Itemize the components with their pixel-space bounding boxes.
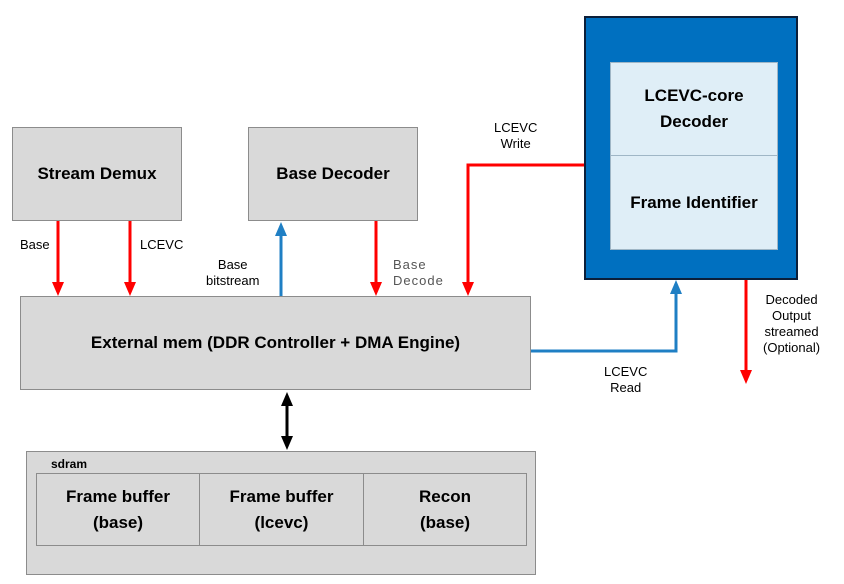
- base-decode-label: Base Decode: [393, 257, 444, 288]
- lcevc-arrow: [124, 221, 136, 296]
- lcevc-write-label: LCEVC Write: [494, 120, 538, 151]
- decoded-output-label: Decoded Output streamed (Optional): [763, 292, 821, 355]
- base-decoder-block: Base Decoder: [248, 127, 418, 221]
- lcevc-write-arrow: [462, 163, 584, 296]
- lcevc-read-arrow: [531, 280, 682, 353]
- lcevc-core-block: LCEVC-core Decoder Frame Identifier: [584, 16, 798, 280]
- base-bitstream-arrow: [275, 222, 287, 296]
- external-mem-block: External mem (DDR Controller + DMA Engin…: [20, 296, 531, 390]
- base-decoder-label: Base Decoder: [276, 164, 390, 183]
- frame-identifier-cell: Frame Identifier: [610, 156, 778, 250]
- recon-base-cell: Recon (base): [364, 474, 526, 545]
- decoded-output-arrow: [740, 280, 752, 384]
- memory-bus-arrow: [281, 392, 293, 450]
- base-decode-arrow: [370, 221, 382, 296]
- stream-demux-label: Stream Demux: [37, 164, 157, 183]
- base-arrow: [52, 221, 64, 296]
- external-mem-label: External mem (DDR Controller + DMA Engin…: [90, 333, 461, 352]
- sdram-label: sdram: [51, 457, 88, 471]
- base-bitstream-label: Base bitstream: [206, 257, 260, 288]
- stream-demux-block: Stream Demux: [12, 127, 182, 221]
- lcevc-read-label: LCEVC Read: [604, 364, 648, 395]
- base-arrow-label: Base: [20, 237, 50, 252]
- sdram-buffers: Frame buffer (base) Frame buffer (lcevc)…: [36, 473, 527, 546]
- core-decoder-cell: LCEVC-core Decoder: [610, 62, 778, 156]
- frame-identifier-label: Frame Identifier: [630, 192, 758, 212]
- sdram-block: sdram Frame buffer (base) Frame buffer (…: [26, 451, 536, 575]
- frame-buffer-base-cell: Frame buffer (base): [37, 474, 200, 545]
- lcevc-arrow-label: LCEVC: [140, 237, 184, 252]
- frame-buffer-lcevc-cell: Frame buffer (lcevc): [200, 474, 364, 545]
